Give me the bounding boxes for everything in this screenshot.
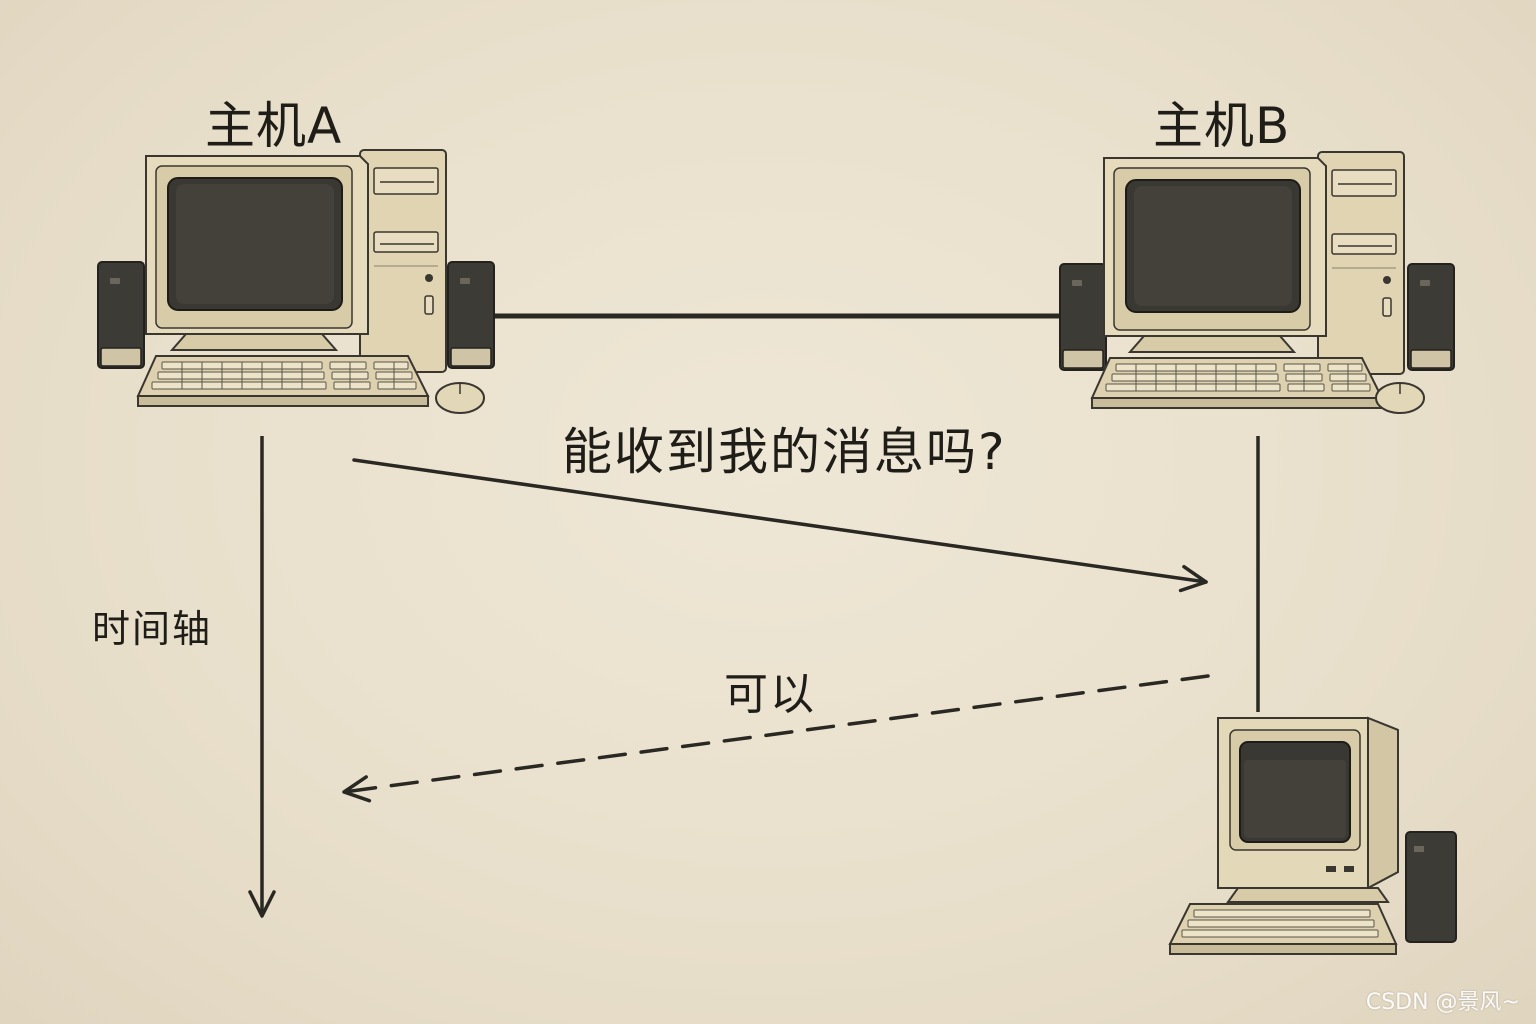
host-b-label: 主机B <box>1153 97 1291 155</box>
host-b-desktop-icon <box>1103 151 1405 375</box>
host-b-left-speaker-icon <box>1059 263 1107 371</box>
host-a-keyboard-icon <box>137 355 429 407</box>
watermark: CSDN @景风~ <box>1365 990 1520 1015</box>
host-a-mouse-icon <box>435 382 485 414</box>
host-b-computer-icon <box>1059 151 1455 414</box>
host-b-right-speaker-icon <box>1407 263 1455 371</box>
reply-label: 可以 <box>724 669 816 720</box>
reply-dashed-arrow <box>342 674 1210 803</box>
small-keyboard-icon <box>1168 903 1398 955</box>
host-b-mouse-icon <box>1375 382 1425 414</box>
message-label: 能收到我的消息吗? <box>562 423 1007 481</box>
host-b-keyboard-icon <box>1091 357 1383 409</box>
host-a-right-speaker-icon <box>447 261 495 369</box>
host-a-left-speaker-icon <box>97 261 145 369</box>
host-b-later-computer-icon <box>1168 717 1457 955</box>
host-a-desktop-icon <box>145 149 447 373</box>
host-a-computer-icon <box>97 149 495 414</box>
timeline-label: 时间轴 <box>92 607 213 651</box>
message-arrow <box>352 458 1208 593</box>
compact-computer-icon <box>1217 717 1399 903</box>
host-a-label: 主机A <box>205 97 343 155</box>
small-speaker-icon <box>1405 831 1457 943</box>
